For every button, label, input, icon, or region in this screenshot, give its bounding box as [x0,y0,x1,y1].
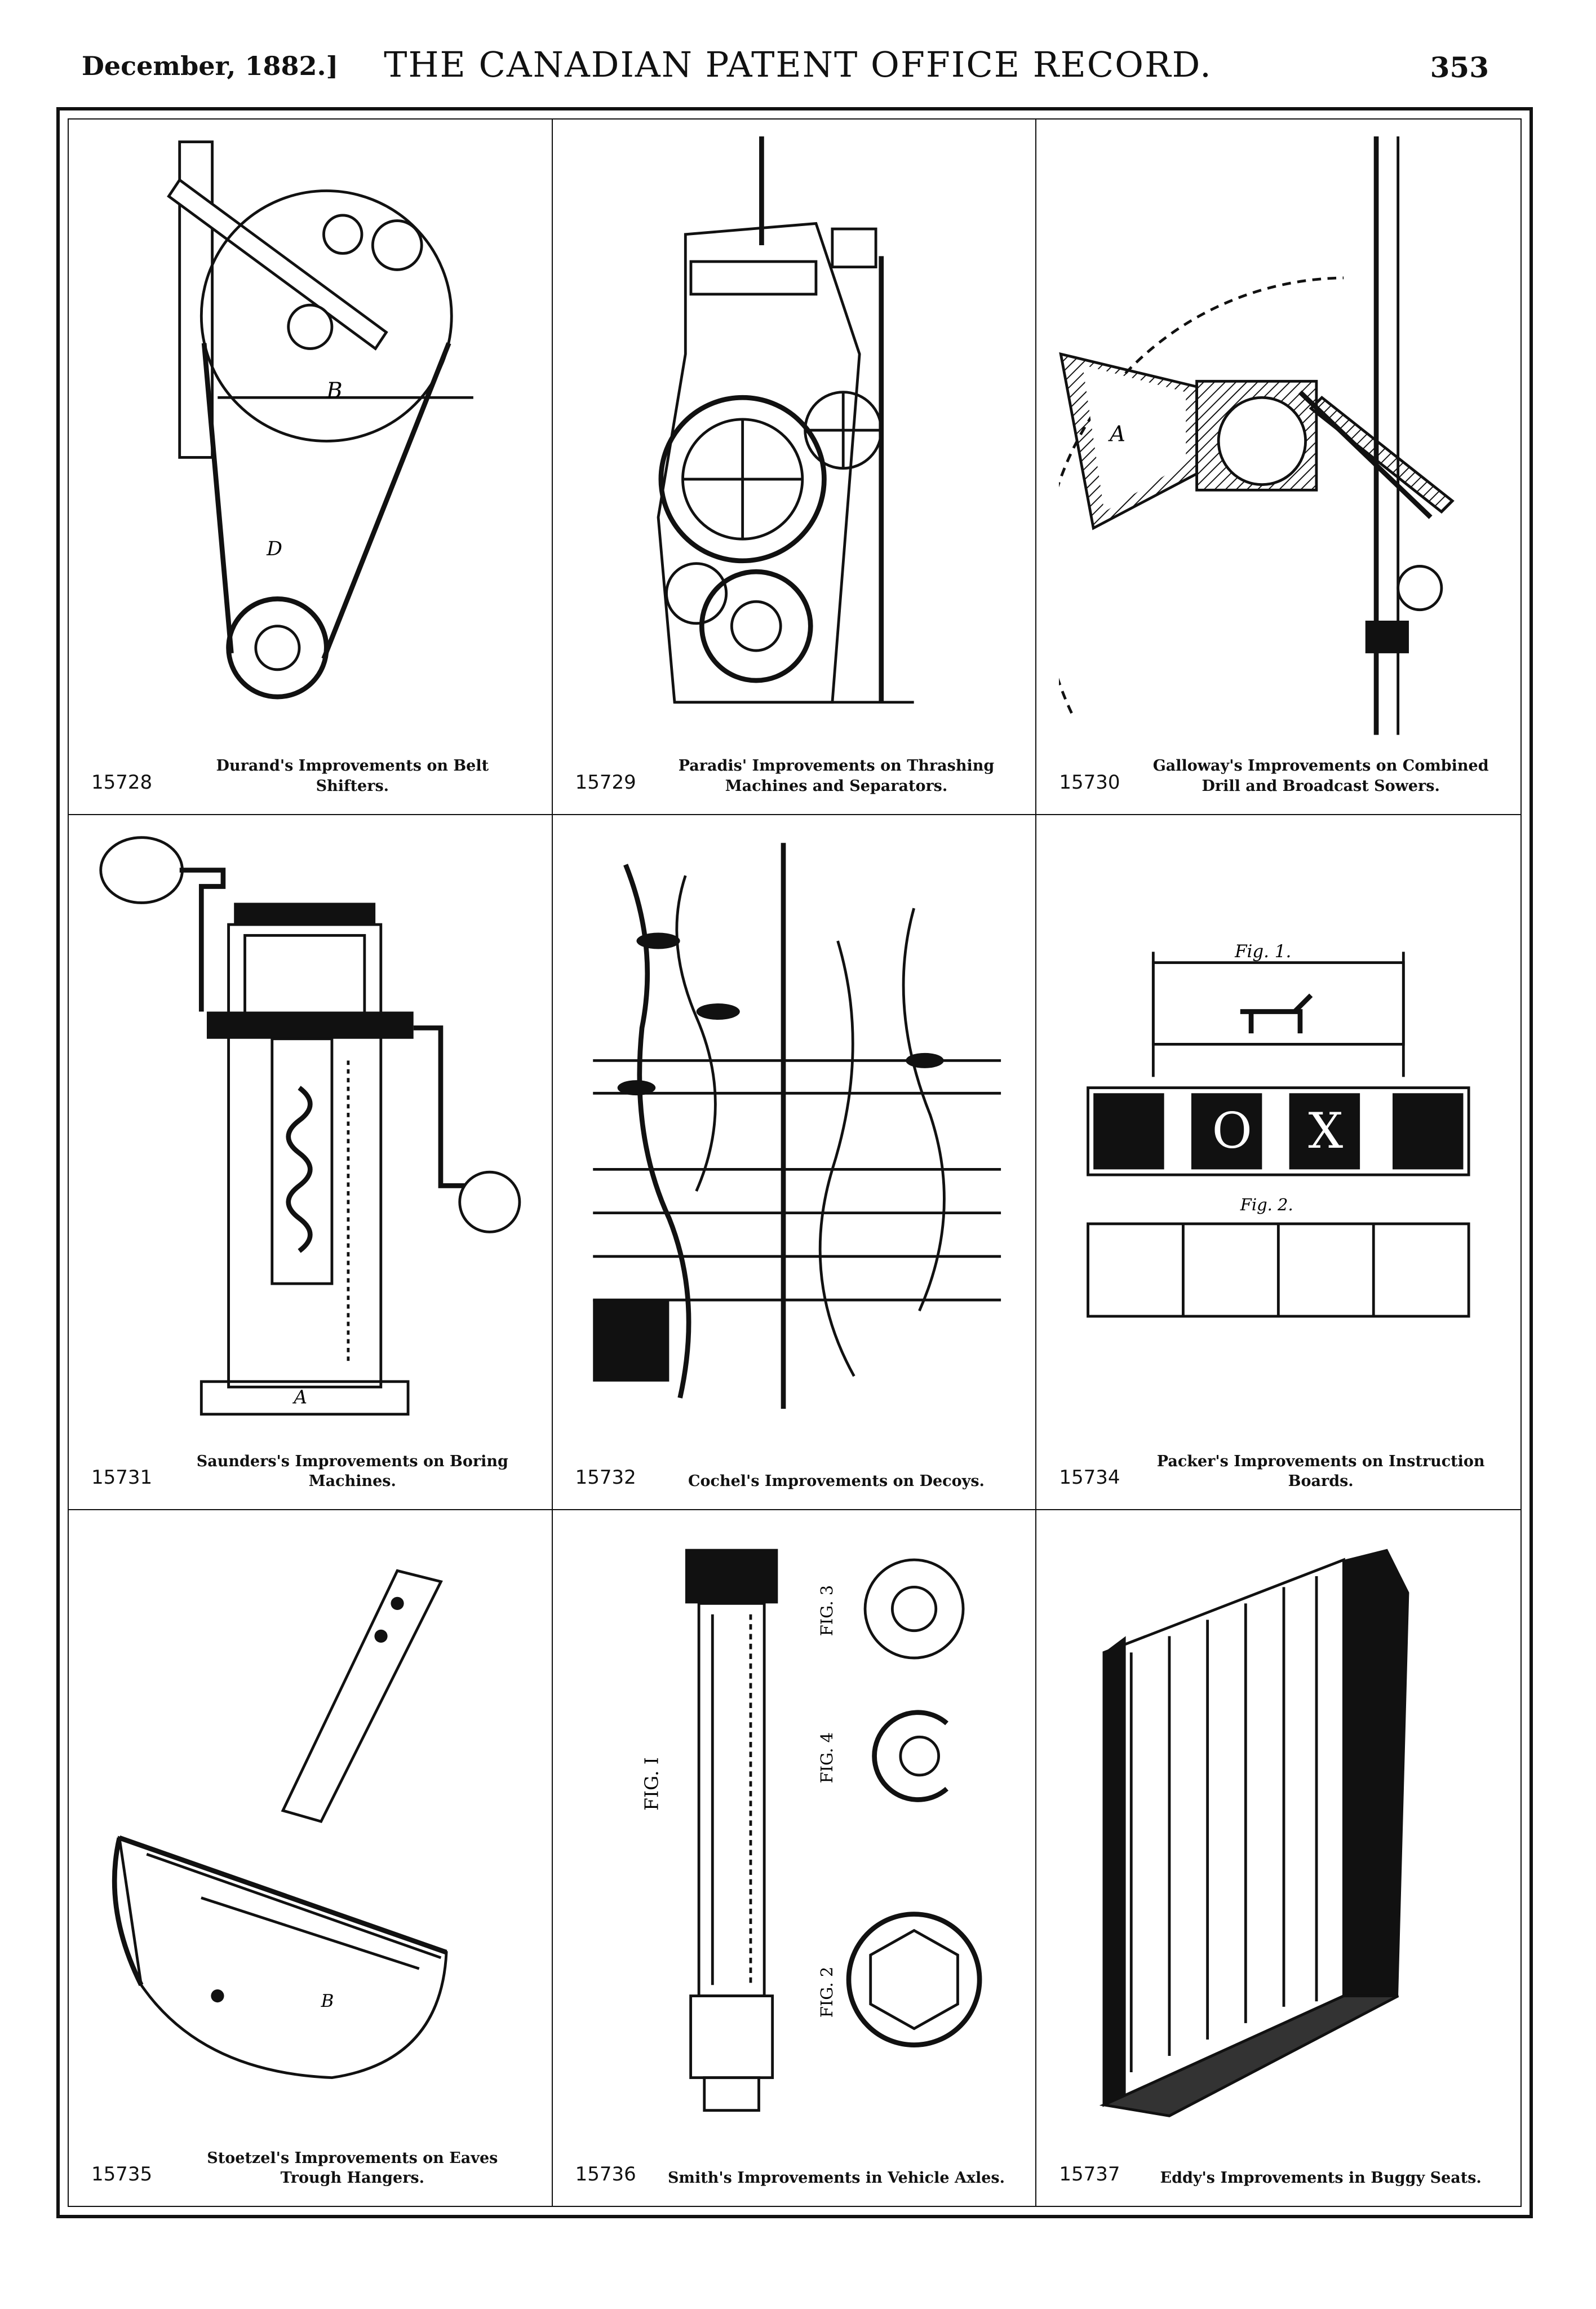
patent-caption: 15730 Galloway's Improvements on Combine… [1053,743,1504,799]
board-letter: X [1309,1102,1344,1159]
patent-caption: 15731 Saunders's Improvements on Boring … [86,1438,535,1494]
patent-number: 15729 [575,771,636,794]
patent-caption: 15729 Paradis' Improvements on Thrashing… [570,743,1019,799]
decoy-drawing [575,832,1013,1431]
patent-number: 15735 [91,2162,153,2186]
fig-label: FIG. 3 [817,1585,836,1636]
patent-title: Eddy's Improvements in Buggy Seats. [1160,2169,1482,2187]
patent-title: Packer's Improvements on Instruction Boa… [1156,1453,1485,1490]
patent-title: Stoetzel's Improvements on Eaves Trough … [207,2149,498,2187]
patent-title: Durand's Improvements on Belt Shifters. [216,757,489,795]
patent-title: Cochel's Improvements on Decoys. [688,1472,985,1490]
patent-number: 15731 [91,1466,153,1489]
svg-text:D: D [266,538,282,560]
buggy-seat-drawing [1059,1527,1498,2127]
patent-title: Paradis' Improvements on Thrashing Machi… [678,757,995,795]
svg-text:A: A [292,1386,307,1408]
fig-label: Fig. 1. [1234,941,1291,962]
patent-title: Saunders's Improvements on Boring Machin… [196,1453,508,1490]
patent-cell: 15729 Paradis' Improvements on Thrashing… [552,120,1037,815]
patent-number: 15728 [91,771,153,794]
patent-cell: A 15730 Galloway's Improvements on Combi… [1036,120,1520,815]
patent-number: 15732 [575,1466,636,1489]
patent-cell: Fig. 1. O X Fig. 2. 15734 Packer's Impro… [1036,815,1520,1511]
eaves-trough-hanger-drawing: B [91,1527,529,2127]
patent-cell: B 15735 Stoetzel's Improvements on Eaves… [69,1510,553,2206]
fig-label: FIG. 4 [817,1732,836,1784]
patent-cell: A 15731 Saunders's Improvements on Borin… [69,815,553,1511]
patent-number: 15734 [1059,1466,1120,1489]
patent-title: Smith's Improvements in Vehicle Axles. [667,2169,1005,2187]
patent-grid: B D 15728 Durand's Improvements on Belt … [69,120,1520,2206]
patent-number: 15736 [575,2162,636,2186]
page-number: 353 [1430,51,1489,84]
patent-cell: 15732 Cochel's Improvements on Decoys. [552,815,1037,1511]
patent-caption: 15732 Cochel's Improvements on Decoys. [570,1438,1019,1494]
patent-caption: 15736 Smith's Improvements in Vehicle Ax… [570,2135,1019,2191]
patent-caption: 15737 Eddy's Improvements in Buggy Seats… [1053,2135,1504,2191]
fig-label: FIG. 2 [817,1967,836,2018]
patent-cell: B D 15728 Durand's Improvements on Belt … [69,120,553,815]
issue-date: December, 1882.] [82,51,339,81]
svg-text:B: B [326,378,342,403]
fig-label: FIG. I [640,1757,662,1811]
board-letter: O [1212,1102,1252,1159]
fig-label: Fig. 2. [1240,1195,1293,1214]
plates-frame: B D 15728 Durand's Improvements on Belt … [56,107,1533,2218]
sower-drawing: A [1041,136,1498,735]
patent-number: 15737 [1059,2162,1120,2186]
patent-number: 15730 [1059,771,1120,794]
patent-title: Galloway's Improvements on Combined Dril… [1152,757,1489,795]
vehicle-axle-drawing: FIG. I FIG. 3 FIG. 4 FIG. 2 [575,1527,1013,2127]
patent-cell: FIG. I FIG. 3 FIG. 4 FIG. 2 15736 Smith'… [553,1510,1037,2206]
svg-text:A: A [1108,421,1125,446]
patent-caption: 15735 Stoetzel's Improvements on Eaves T… [86,2135,535,2191]
patent-caption: 15728 Durand's Improvements on Belt Shif… [86,743,535,799]
belt-shifter-drawing: B D [91,136,529,735]
thrashing-machine-drawing [575,136,1013,735]
boring-machine-drawing: A [91,832,529,1431]
publication-title: THE CANADIAN PATENT OFFICE RECORD. [384,44,1212,85]
page-header: December, 1882.] THE CANADIAN PATENT OFF… [0,39,1596,101]
patent-caption: 15734 Packer's Improvements on Instructi… [1053,1438,1504,1494]
patent-cell: 15737 Eddy's Improvements in Buggy Seats… [1036,1510,1520,2206]
instruction-board-drawing: Fig. 1. O X Fig. 2. [1059,832,1498,1431]
svg-text:B: B [321,1991,334,2011]
